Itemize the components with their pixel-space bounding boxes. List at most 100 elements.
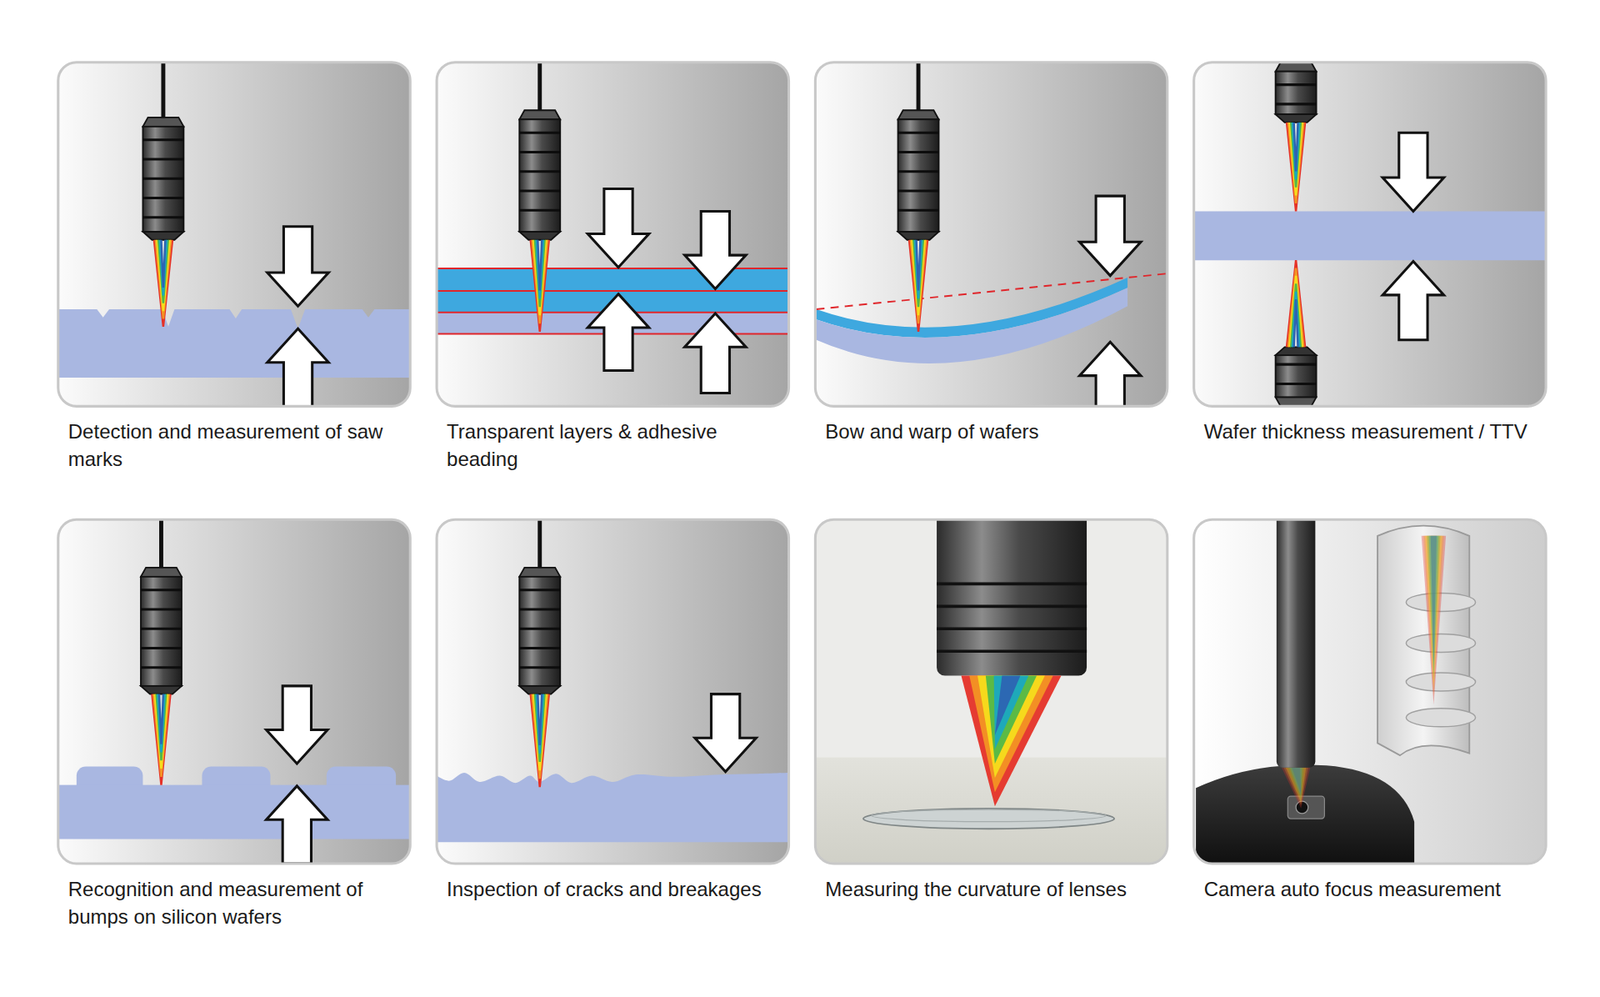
illustration-part xyxy=(1405,672,1475,691)
illustration-part xyxy=(1275,355,1317,397)
illustration-part xyxy=(1429,535,1440,672)
illustration-part xyxy=(1430,535,1437,664)
illustration-part xyxy=(587,294,649,371)
illustration-part xyxy=(156,240,170,311)
panel-caption: Camera auto focus measurement xyxy=(1194,875,1536,903)
illustration-part xyxy=(936,649,1087,653)
panel-caption: Detection and measurement of saw marks xyxy=(58,417,400,473)
illustration-panel: Recognition and measurement of bumps on … xyxy=(58,519,410,930)
illustration-part xyxy=(519,627,560,630)
illustration-part xyxy=(936,605,1087,609)
panel-border xyxy=(1194,519,1546,864)
illustration-part xyxy=(142,231,184,240)
illustration-part xyxy=(1275,346,1317,355)
illustration-part xyxy=(1275,114,1317,123)
illustration-part xyxy=(898,150,940,154)
illustration-part xyxy=(1405,633,1475,652)
illustration-part xyxy=(536,694,544,754)
illustration-part xyxy=(151,694,170,785)
illustration-part xyxy=(140,576,182,686)
illustration-part xyxy=(1275,102,1317,105)
panel-border xyxy=(815,62,1167,407)
illustration-part xyxy=(142,196,184,200)
illustration-part xyxy=(140,665,182,669)
illustration-part xyxy=(533,694,546,770)
illustration-part xyxy=(1275,62,1317,72)
illustration-part xyxy=(58,519,410,864)
illustration-part xyxy=(685,210,746,289)
illustration-part xyxy=(530,694,550,787)
illustration-part xyxy=(1291,767,1301,794)
illustration-part xyxy=(142,138,184,141)
illustration-part xyxy=(977,675,1045,778)
illustration-part xyxy=(898,110,940,120)
illustration-part xyxy=(519,189,560,192)
illustration-part xyxy=(936,582,1087,586)
illustration-part xyxy=(916,62,921,111)
illustration-part xyxy=(519,588,560,591)
illustration-part xyxy=(898,119,940,232)
illustration-part xyxy=(531,240,548,324)
illustration-part xyxy=(142,117,184,127)
illustration-part xyxy=(994,675,1030,750)
illustration-part xyxy=(898,231,940,240)
illustration-part xyxy=(1290,122,1303,195)
panel-border xyxy=(436,62,789,407)
illustration-part xyxy=(1276,519,1316,768)
illustration-part xyxy=(519,110,560,120)
illustration-part xyxy=(816,287,1128,364)
illustration-part xyxy=(537,240,542,291)
illustration-part xyxy=(58,62,410,407)
illustration-part xyxy=(519,209,560,212)
illustration-part xyxy=(911,240,925,315)
illustration-part xyxy=(142,177,184,180)
illustration-part xyxy=(1290,283,1301,347)
illustration-part xyxy=(1281,767,1310,809)
illustration-part xyxy=(266,685,328,764)
illustration-part xyxy=(266,785,328,864)
illustration-part xyxy=(142,126,184,232)
illustration-part xyxy=(1288,122,1305,204)
illustration-part xyxy=(535,694,545,762)
illustration-part xyxy=(1288,268,1305,348)
illustration-part xyxy=(519,119,560,232)
illustration-part xyxy=(898,189,940,192)
illustration-part xyxy=(985,675,1037,764)
illustration-part xyxy=(1382,132,1444,211)
panel-caption: Measuring the curvature of lenses xyxy=(815,875,1157,903)
illustration-panel: Wafer thickness measurement / TTV xyxy=(1194,62,1546,446)
illustration-part xyxy=(1194,210,1546,260)
illustration-part xyxy=(531,694,548,779)
illustration-part xyxy=(267,328,329,406)
illustration-part xyxy=(519,576,560,686)
panel-caption: Wafer thickness measurement / TTV xyxy=(1194,417,1536,445)
illustration-part xyxy=(1426,535,1440,680)
illustration-part xyxy=(519,170,560,173)
illustration-part xyxy=(58,62,410,407)
illustration-part xyxy=(156,694,167,761)
illustration-part xyxy=(140,607,182,610)
illustration-part xyxy=(535,240,545,307)
illustration-part xyxy=(1286,260,1305,347)
illustration-part xyxy=(1195,764,1415,864)
illustration-part xyxy=(936,626,1087,630)
illustration-part xyxy=(960,675,1061,807)
illustration-part xyxy=(898,131,940,135)
illustration-part xyxy=(536,240,544,300)
illustration-part xyxy=(1275,382,1317,385)
illustration-part xyxy=(153,694,170,777)
illustration-part xyxy=(1286,122,1305,212)
illustration-part xyxy=(158,240,169,304)
illustration-part xyxy=(58,309,410,378)
illustration-part xyxy=(1405,708,1475,727)
illustration-panel: Measuring the curvature of lenses xyxy=(815,519,1167,903)
illustration-part xyxy=(436,62,789,407)
illustration-part xyxy=(436,62,789,407)
illustration-part xyxy=(140,567,182,577)
illustration-part xyxy=(436,772,789,842)
illustration-part xyxy=(1283,767,1308,805)
illustration-part xyxy=(155,240,172,320)
illustration-part xyxy=(140,588,182,591)
panel-border xyxy=(1194,62,1546,407)
